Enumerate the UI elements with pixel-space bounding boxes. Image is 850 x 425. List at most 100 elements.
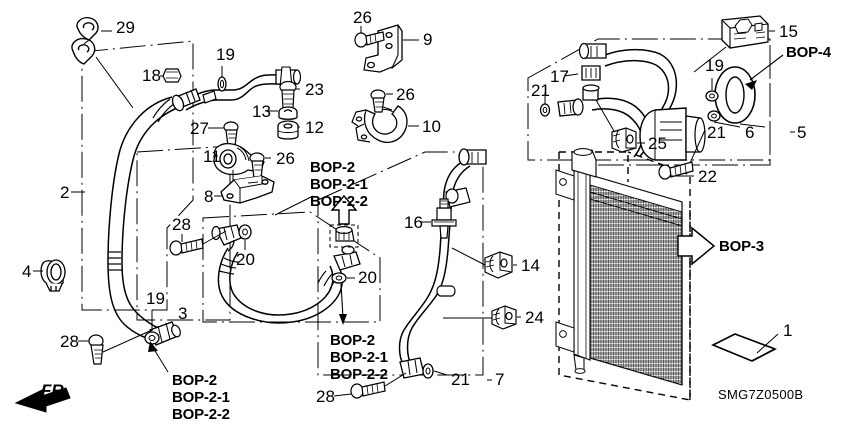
bop2-top-line-2: BOP-2-1: [310, 175, 368, 193]
part-28-bolt-mid: [169, 238, 204, 256]
callout-21-left: 21: [531, 81, 550, 100]
part-5-pipe-assembly: [557, 42, 756, 161]
bop2-bottom-line-3: BOP-2-2: [330, 365, 388, 383]
callout-14: 14: [521, 256, 540, 275]
bop2-left-line-2: BOP-2-1: [172, 388, 230, 406]
bop2-top-line-3: BOP-2-2: [310, 192, 368, 210]
leader-22b: [689, 129, 706, 164]
callout-17: 17: [550, 67, 569, 86]
bop2-bottom-line-1: BOP-2: [330, 332, 375, 349]
part-15-connector: [721, 15, 769, 49]
callout-16: 16: [404, 213, 423, 232]
leader-6: [739, 123, 766, 128]
leader-15b: [693, 46, 727, 73]
part-19-washer-right: [705, 90, 719, 102]
callout-19-top: 19: [216, 45, 235, 64]
leader-25b: [595, 99, 615, 132]
part-12-grommet: [277, 120, 299, 140]
callout-22: 22: [698, 167, 717, 186]
part-16-sensor: [431, 198, 457, 239]
bop3-arrow: [677, 226, 716, 266]
part-21-washer-right: [707, 110, 721, 122]
part-2-suction-hose: [107, 66, 302, 346]
bop2-top-line-1: BOP-2: [310, 159, 355, 176]
condenser-boundary: [558, 151, 691, 401]
part-27-bolt: [223, 121, 239, 147]
part-19-washer-top: [217, 76, 227, 92]
bop4-line-1: BOP-4: [786, 44, 831, 61]
part-21-washer-bottom: [422, 363, 434, 379]
callout-9: 9: [423, 30, 433, 49]
part-20-washer-left: [238, 224, 252, 240]
part-25-clamp: [611, 127, 637, 153]
callout-1: 1: [783, 321, 793, 340]
part-14-clip: [484, 251, 513, 279]
arrow-20-bop: [340, 283, 344, 319]
callout-26-low: 26: [396, 85, 415, 104]
fr-arrow: [14, 387, 71, 413]
callout-28-left: 28: [60, 332, 79, 351]
group-boundary-lines: [81, 38, 771, 376]
part-26-bolt-top: [354, 31, 385, 48]
bop2-highlight-box: [329, 224, 359, 248]
leader-21-right: [713, 121, 741, 128]
callout-13: 13: [252, 102, 271, 121]
leader-28-bottom2: [384, 372, 407, 387]
callout-11: 11: [203, 147, 221, 166]
bop2-label-left: BOP-2 BOP-2-1 BOP-2-2: [172, 372, 230, 423]
part-13-washer: [278, 106, 298, 120]
callout-20-left: 20: [236, 250, 255, 269]
callout-28-bottom: 28: [316, 387, 335, 406]
bop2-bottom-line-2: BOP-2-1: [330, 348, 388, 366]
part-18-nut: [162, 68, 182, 83]
part-20-washer-right: [331, 272, 347, 284]
arrow-bop4-head: [745, 80, 757, 90]
part-26-bolt-mid: [249, 152, 265, 179]
callout-25: 25: [648, 134, 667, 153]
callout-26-top: 26: [353, 8, 372, 27]
leader-1: [756, 333, 779, 354]
leader-bop2-top: [274, 195, 314, 216]
leader-14b: [451, 247, 486, 266]
part-3-discharge-hose: [211, 224, 361, 324]
leader-28-bottom: [333, 393, 352, 397]
part-23-bolt: [279, 80, 297, 109]
leader-17: [563, 73, 579, 77]
callout-5: 5: [797, 123, 807, 142]
fr-marker-label: FR.: [41, 381, 69, 400]
bop3-line-1: BOP-3: [719, 238, 764, 255]
group-box-5b: [598, 40, 771, 166]
group-box-19: [136, 145, 231, 321]
bop2-up-arrow-top: [330, 194, 358, 225]
callout-21-right: 21: [707, 123, 726, 142]
callout-21-bottom: 21: [451, 370, 470, 389]
callout-27: 27: [190, 119, 209, 138]
callout-20-right: 20: [358, 268, 377, 287]
group-box-2: [81, 40, 194, 311]
part-8-bracket: [220, 175, 275, 204]
part-22-bolt: [658, 161, 694, 180]
bop2-label-top: BOP-2 BOP-2-1 BOP-2-2: [310, 159, 368, 210]
callout-6: 6: [745, 123, 755, 142]
bop2-label-bottom: BOP-2 BOP-2-1 BOP-2-2: [330, 332, 388, 383]
callout-23: 23: [305, 80, 324, 99]
part-29-clip: [71, 16, 99, 65]
callout-2: 2: [60, 183, 70, 202]
callout-15: 15: [779, 22, 798, 41]
condenser-assembly: [555, 148, 683, 386]
leader-21-bottom: [433, 370, 448, 376]
group-box-3: [202, 211, 381, 323]
part-4-clamp: [40, 259, 66, 292]
callout-24: 24: [525, 308, 544, 327]
part-28-bolt-bottom: [350, 381, 386, 399]
leader-28-left2: [102, 329, 153, 353]
callout-7: 7: [495, 370, 505, 389]
bop2-left-line-1: BOP-2: [172, 372, 217, 389]
bop3-label: BOP-3: [719, 238, 764, 256]
callout-19-right: 19: [705, 56, 724, 75]
callout-12: 12: [305, 118, 324, 137]
leader-28-mid2: [202, 230, 227, 245]
bop2-fitting: [335, 226, 355, 242]
